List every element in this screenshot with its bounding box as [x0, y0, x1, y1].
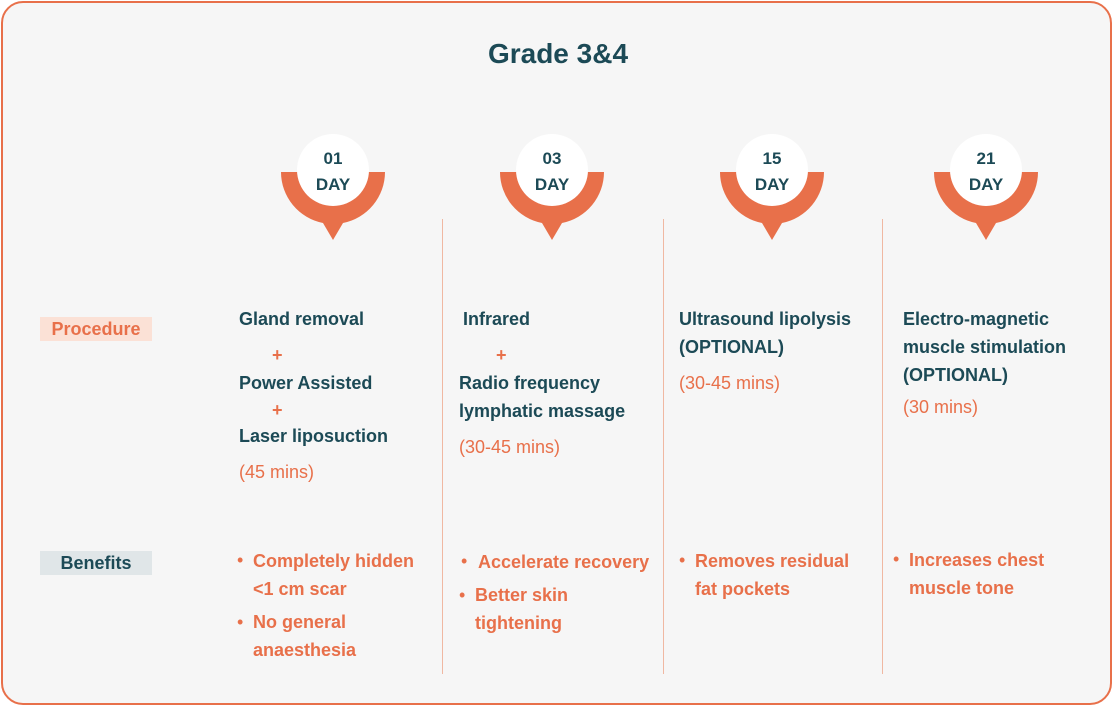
- day-number: 15: [762, 149, 782, 168]
- procedure-duration: (45 mins): [239, 462, 315, 482]
- bullet-icon: •: [893, 549, 900, 569]
- procedure-duration: (30-45 mins): [679, 373, 781, 393]
- procedure-step: muscle stimulation: [903, 337, 1067, 357]
- location-pin-icon: [281, 134, 385, 240]
- plus-icon: +: [272, 400, 283, 420]
- day-badge-2: 03 DAY: [500, 132, 604, 240]
- procedure-step: (OPTIONAL): [903, 365, 1008, 385]
- location-pin-icon: [500, 134, 604, 240]
- day-number: 03: [542, 149, 562, 168]
- benefit-item: Increases chest: [909, 550, 1045, 570]
- page-title: Grade 3&4: [487, 38, 629, 69]
- benefit-item: anaesthesia: [253, 640, 357, 660]
- procedure-step: Ultrasound lipolysis: [679, 309, 852, 329]
- day-label: DAY: [534, 175, 570, 194]
- procedure-step: Infrared: [463, 309, 531, 329]
- bullet-icon: •: [459, 585, 466, 605]
- benefit-item: muscle tone: [909, 578, 1015, 598]
- procedure-step: Power Assisted: [239, 373, 373, 393]
- benefits-row-label: Benefits: [40, 551, 152, 575]
- procedure-step: lymphatic massage: [459, 401, 626, 421]
- benefit-item: Accelerate recovery: [478, 552, 650, 572]
- day-badge-3: 15 DAY: [720, 132, 824, 240]
- procedure-step: Radio frequency: [459, 373, 601, 393]
- day-number: 01: [323, 149, 343, 168]
- plus-icon: +: [272, 345, 283, 365]
- procedure-duration: (30-45 mins): [459, 437, 561, 457]
- column-divider: [882, 219, 883, 674]
- procedure-row-label: Procedure: [40, 317, 152, 341]
- benefit-item: fat pockets: [695, 579, 791, 599]
- bullet-icon: •: [237, 550, 244, 570]
- bullet-icon: •: [679, 550, 686, 570]
- day-label: DAY: [315, 175, 351, 194]
- benefit-item: <1 cm scar: [253, 579, 347, 599]
- procedure-step: Laser liposuction: [239, 426, 389, 446]
- column-divider: [442, 219, 443, 674]
- benefit-item: No general: [253, 612, 347, 632]
- procedure-step: Gland removal: [239, 309, 365, 329]
- day-badge-1: 01 DAY: [281, 132, 385, 240]
- bullet-icon: •: [461, 551, 468, 571]
- day-label: DAY: [754, 175, 790, 194]
- procedure-step: (OPTIONAL): [679, 337, 784, 357]
- procedure-duration: (30 mins): [903, 397, 979, 417]
- bullet-icon: •: [237, 612, 244, 632]
- day-label: DAY: [968, 175, 1004, 194]
- benefit-item: Better skin: [475, 585, 569, 605]
- location-pin-icon: [934, 134, 1038, 240]
- day-number: 21: [976, 149, 996, 168]
- location-pin-icon: [720, 134, 824, 240]
- day-badge-4: 21 DAY: [934, 132, 1038, 240]
- plus-icon: +: [496, 345, 507, 365]
- benefit-item: Removes residual: [695, 551, 850, 571]
- benefit-item: Completely hidden: [253, 551, 415, 571]
- procedure-step: Electro-magnetic: [903, 309, 1050, 329]
- benefit-item: tightening: [475, 613, 562, 633]
- column-divider: [663, 219, 664, 674]
